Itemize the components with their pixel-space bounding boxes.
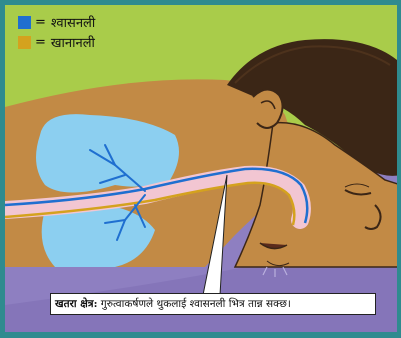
legend-label-windpipe: श्वासनली	[51, 13, 95, 31]
caption-title: खतरा क्षेत्र:	[55, 298, 97, 310]
foodpipe-swatch	[18, 36, 31, 49]
legend-label-foodpipe: खानानली	[51, 33, 95, 51]
danger-caption: खतरा क्षेत्र: गुरुत्वाकर्षणले थुकलाई श्व…	[50, 293, 376, 315]
ear	[253, 89, 283, 128]
legend-item-windpipe: = श्वासनली	[18, 12, 95, 32]
choking-danger-illustration	[5, 5, 401, 338]
windpipe-swatch	[18, 16, 31, 29]
caption-text: गुरुत्वाकर्षणले थुकलाई श्वासनली भित्र ता…	[97, 298, 290, 310]
legend-equals: =	[35, 15, 46, 30]
legend-equals: =	[35, 35, 46, 50]
legend: = श्वासनली = खानानली	[18, 12, 95, 52]
legend-item-foodpipe: = खानानली	[18, 32, 95, 52]
